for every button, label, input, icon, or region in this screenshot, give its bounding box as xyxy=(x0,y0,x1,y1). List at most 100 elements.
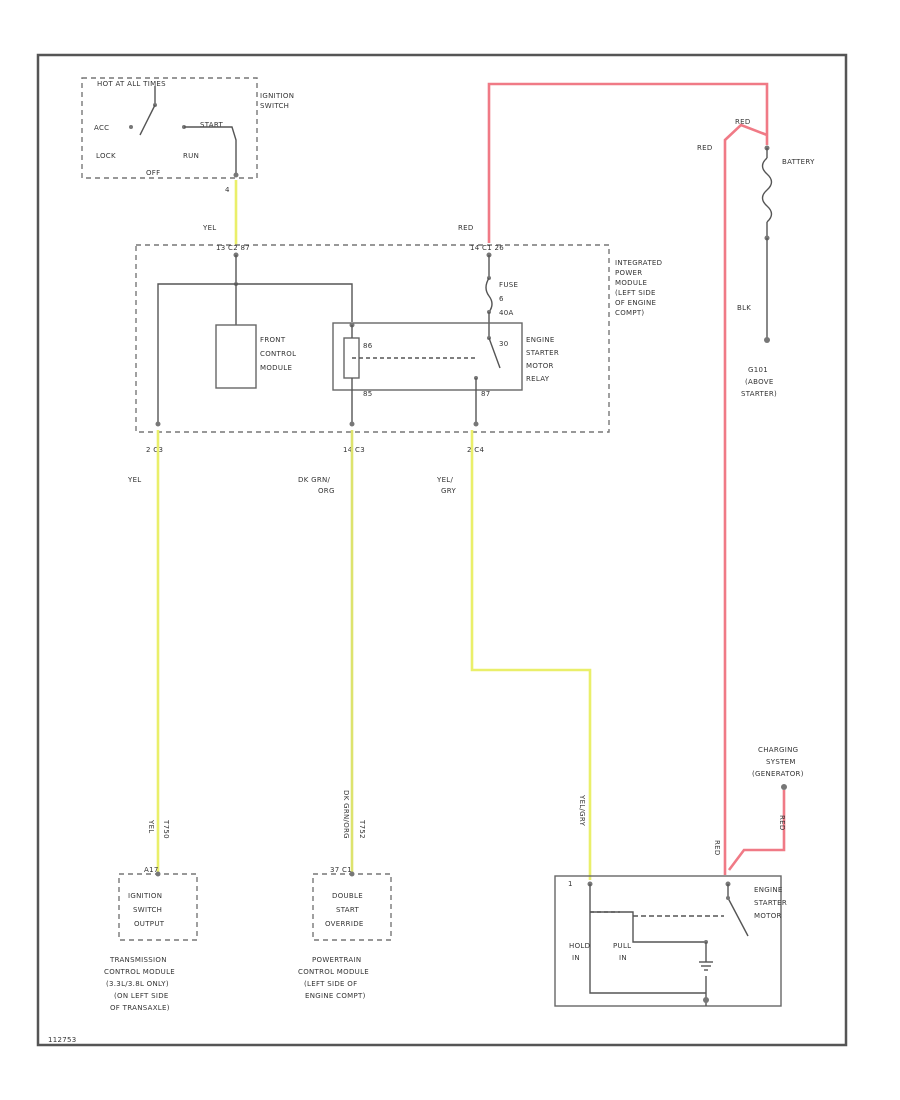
wire-label-starter-2: GRY xyxy=(441,487,456,495)
starter-relay-box xyxy=(332,322,523,391)
relay-coil xyxy=(343,337,360,379)
relay-label-4: RELAY xyxy=(526,375,550,383)
relay-pin-30: 30 xyxy=(499,340,509,348)
pcm-pin: 37 C1 xyxy=(330,866,352,874)
charging-system-generator: CHARGING SYSTEM (GENERATOR) xyxy=(752,746,804,790)
starter-hold-in-1: HOLD xyxy=(569,942,590,950)
tcm-caption-5: OF TRANSAXLE) xyxy=(110,1004,170,1012)
tcm-caption-2: CONTROL MODULE xyxy=(104,968,175,976)
tcm-connector-box: A17 IGNITION SWITCH OUTPUT xyxy=(118,866,198,941)
pcm-caption-4: ENGINE COMPT) xyxy=(305,992,366,1000)
relay-label-3: MOTOR xyxy=(526,362,554,370)
ground-label-1: G101 xyxy=(748,366,768,374)
wire-label-red-bottom: RED xyxy=(713,840,721,856)
wire-label-starter-1: YEL/ xyxy=(436,476,453,484)
starter-pin: 1 xyxy=(568,880,573,888)
starter-hold-in-2: IN xyxy=(572,954,580,962)
wire-label-starter-bottom: YEL/GRY xyxy=(578,794,586,827)
starter-label-2: STARTER xyxy=(754,899,787,907)
wire-battery-feed xyxy=(487,82,769,243)
tcm-pin: A17 xyxy=(144,866,159,874)
conn-c2-top: 13 C2 87 xyxy=(216,244,250,252)
ground-label-2: (ABOVE xyxy=(745,378,774,386)
ipm-label-1: INTEGRATED xyxy=(615,259,662,267)
pcm-box-label-3: OVERRIDE xyxy=(325,920,364,928)
front-control-module-box xyxy=(215,324,257,389)
generator-label-1: CHARGING xyxy=(758,746,798,754)
tcm-caption-4: (ON LEFT SIDE xyxy=(114,992,169,1000)
ignition-switch: HOT AT ALL TIMES IGNITION SWITCH ACC STA… xyxy=(81,77,294,194)
pcm-caption-1: POWERTRAIN xyxy=(312,956,361,964)
ipm-label-5: OF ENGINE xyxy=(615,299,656,307)
wire-label-tcm: YEL xyxy=(127,476,142,484)
wire-battery-to-starter xyxy=(723,123,768,875)
ipm-label-4: (LEFT SIDE xyxy=(615,289,656,297)
fcm-label-2: CONTROL xyxy=(260,350,296,358)
wire-label-tcm-bottom-2: T750 xyxy=(162,819,170,839)
relay-label-1: ENGINE xyxy=(526,336,555,344)
integrated-power-module: INTEGRATED POWER MODULE (LEFT SIDE OF EN… xyxy=(135,244,662,433)
fuse-label-3: 40A xyxy=(499,309,514,317)
wire-label-blk: BLK xyxy=(737,304,751,312)
wire-label-ign-yel: YEL xyxy=(202,224,217,232)
relay-pin-87: 87 xyxy=(481,390,491,398)
ignition-switch-title: HOT AT ALL TIMES xyxy=(97,80,166,88)
ign-pos-acc: ACC xyxy=(94,124,109,132)
wire-label-red-feed: RED xyxy=(458,224,474,232)
pcm-box-label-2: START xyxy=(336,906,360,914)
tcm-box-label-2: SWITCH xyxy=(133,906,162,914)
ign-pos-run: RUN xyxy=(183,152,199,160)
ground-label-3: STARTER) xyxy=(741,390,777,398)
conn-c3-mid: 14 C3 xyxy=(343,446,365,454)
pcm-connector-box: 37 C1 DOUBLE START OVERRIDE xyxy=(312,866,392,941)
wire-label-red-gen: RED xyxy=(778,815,786,831)
battery-label: BATTERY xyxy=(782,158,815,166)
battery: BATTERY BLK G101 (ABOVE STARTER) xyxy=(737,145,815,398)
wire-label-red-left: RED xyxy=(697,144,713,152)
pcm-caption-2: CONTROL MODULE xyxy=(298,968,369,976)
fcm-label-3: MODULE xyxy=(260,364,292,372)
pcm-box-label-1: DOUBLE xyxy=(332,892,363,900)
ign-pos-lock: LOCK xyxy=(96,152,116,160)
conn-c4: 2 C4 xyxy=(467,446,484,454)
fcm-label-1: FRONT xyxy=(260,336,286,344)
wire-label-pcm-1: DK GRN/ xyxy=(298,476,331,484)
tcm-box-label-1: IGNITION xyxy=(128,892,162,900)
wire-label-pcm-bottom: DK GRN/ORG xyxy=(342,790,350,839)
ign-pin-4: 4 xyxy=(225,186,230,194)
generator-label-3: (GENERATOR) xyxy=(752,770,804,778)
ignition-switch-label-2: SWITCH xyxy=(260,102,289,110)
fuse-label-1: FUSE xyxy=(499,281,518,289)
starter-pull-in-2: IN xyxy=(619,954,627,962)
wire-label-pcm-2: ORG xyxy=(318,487,335,495)
tcm-caption-3: (3.3L/3.8L ONLY) xyxy=(106,980,169,988)
wire-label-tcm-bottom: YEL xyxy=(147,819,155,834)
starter-label-3: MOTOR xyxy=(754,912,782,920)
conn-c1-top: 14 C1 26 xyxy=(470,244,504,252)
tcm-caption-1: TRANSMISSION xyxy=(109,956,167,964)
ipm-label-6: COMPT) xyxy=(615,309,644,317)
ipm-label-2: POWER xyxy=(615,269,642,277)
tcm-box-label-3: OUTPUT xyxy=(134,920,165,928)
ipm-label-3: MODULE xyxy=(615,279,647,287)
wire-generator-to-starter xyxy=(727,790,786,871)
conn-c3-left: 2 C3 xyxy=(146,446,163,454)
fuse-label-2: 6 xyxy=(499,295,504,303)
wire-label-pcm-bottom-2: T752 xyxy=(358,819,366,839)
wire-label-red-pos: RED xyxy=(735,118,751,126)
starter-pull-in-1: PULL xyxy=(613,942,631,950)
relay-pin-86: 86 xyxy=(363,342,373,350)
relay-label-2: STARTER xyxy=(526,349,559,357)
ign-pos-off: OFF xyxy=(146,169,160,177)
ign-pos-start: START xyxy=(200,121,224,129)
generator-label-2: SYSTEM xyxy=(766,758,796,766)
footer-code: 112753 xyxy=(48,1036,77,1044)
relay-pin-85: 85 xyxy=(363,390,373,398)
ignition-switch-label-1: IGNITION xyxy=(260,92,294,100)
pcm-caption-3: (LEFT SIDE OF xyxy=(304,980,357,988)
engine-starter-motor: 1 ENGINE STARTER MOTOR HOLD IN PULL IN xyxy=(554,875,787,1007)
starter-label-1: ENGINE xyxy=(754,886,783,894)
diagram-border xyxy=(36,53,848,1047)
wire-starter-feed xyxy=(470,430,592,880)
